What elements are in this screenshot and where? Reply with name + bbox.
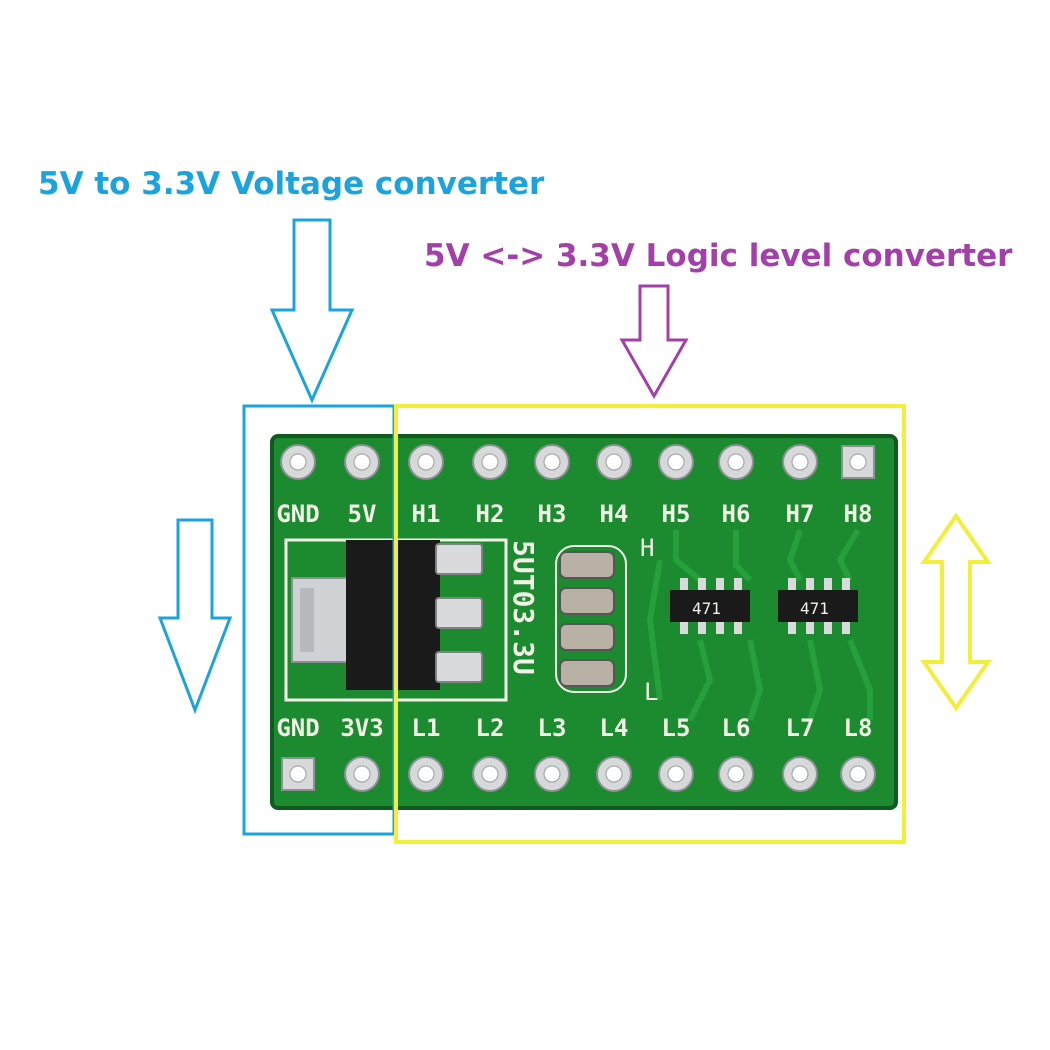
resistor-array-2-marking: 471 xyxy=(800,599,829,618)
level-shifter-chip-1 xyxy=(670,578,750,634)
top-pin-hole xyxy=(280,444,316,480)
top-pin-hole xyxy=(472,444,508,480)
top-pin-hole xyxy=(344,444,380,480)
top-pin-hole xyxy=(408,444,444,480)
voltage-converter-label: 5V to 3.3V Voltage converter xyxy=(38,166,545,202)
top-pin-hole xyxy=(534,444,570,480)
capacitor-column xyxy=(555,545,627,693)
bottom-pin-hole xyxy=(718,756,754,792)
bottom-pin-hole xyxy=(596,756,632,792)
bottom-pin-hole xyxy=(840,756,876,792)
step-down-arrow-icon xyxy=(157,518,233,715)
logic-section-highlight xyxy=(394,404,906,844)
pin-label-l4: L4 xyxy=(600,714,629,742)
pin-label-h2: H2 xyxy=(476,500,505,528)
top-pin-hole xyxy=(841,445,875,479)
bottom-pin-hole xyxy=(658,756,694,792)
top-pin-hole xyxy=(658,444,694,480)
pin-label-l7: L7 xyxy=(786,714,815,742)
pin-label-h1: H1 xyxy=(412,500,441,528)
level-shifter-chip-2 xyxy=(778,578,858,634)
pin-label-l8: L8 xyxy=(844,714,873,742)
bottom-pin-hole xyxy=(281,757,315,791)
pin-label-5v: 5V xyxy=(348,500,377,528)
bidirectional-arrow-icon xyxy=(920,512,992,712)
pin-label-h8: H8 xyxy=(844,500,873,528)
high-side-mark: H xyxy=(640,534,654,562)
logic-down-arrow-icon xyxy=(619,284,689,400)
pin-label-h7: H7 xyxy=(786,500,815,528)
top-pin-hole xyxy=(782,444,818,480)
low-side-mark: L xyxy=(644,678,658,706)
pin-label-l2: L2 xyxy=(476,714,505,742)
bottom-pin-hole xyxy=(472,756,508,792)
top-pin-holes xyxy=(280,444,875,480)
pin-label-l1: L1 xyxy=(412,714,441,742)
resistor-array-1-marking: 471 xyxy=(692,599,721,618)
top-pin-hole xyxy=(718,444,754,480)
top-pin-labels: GND 5V H1 H2 H3 H4 H5 H6 H7 H8 xyxy=(276,500,872,528)
top-pin-hole xyxy=(596,444,632,480)
bottom-pin-hole xyxy=(782,756,818,792)
pin-label-3v3: 3V3 xyxy=(340,714,383,742)
pin-label-h6: H6 xyxy=(722,500,751,528)
pin-label-h4: H4 xyxy=(600,500,629,528)
bottom-pin-holes xyxy=(281,756,876,792)
voltage-down-arrow-icon xyxy=(269,218,355,404)
pin-label-gnd: GND xyxy=(276,714,319,742)
regulator-marking: 5UT03.3U xyxy=(507,540,540,675)
bottom-pin-hole xyxy=(408,756,444,792)
logic-converter-label: 5V <-> 3.3V Logic level converter xyxy=(424,238,1013,274)
pin-label-l5: L5 xyxy=(662,714,691,742)
pin-label-h3: H3 xyxy=(538,500,567,528)
bottom-pin-labels: GND 3V3 L1 L2 L3 L4 L5 L6 L7 L8 xyxy=(276,714,872,742)
pin-label-l3: L3 xyxy=(538,714,567,742)
pcb-traces xyxy=(646,528,873,722)
pcb-board xyxy=(272,436,896,808)
bottom-pin-hole xyxy=(344,756,380,792)
pin-label-h5: H5 xyxy=(662,500,691,528)
pin-label-gnd: GND xyxy=(276,500,319,528)
bottom-pin-hole xyxy=(534,756,570,792)
pin-label-l6: L6 xyxy=(722,714,751,742)
